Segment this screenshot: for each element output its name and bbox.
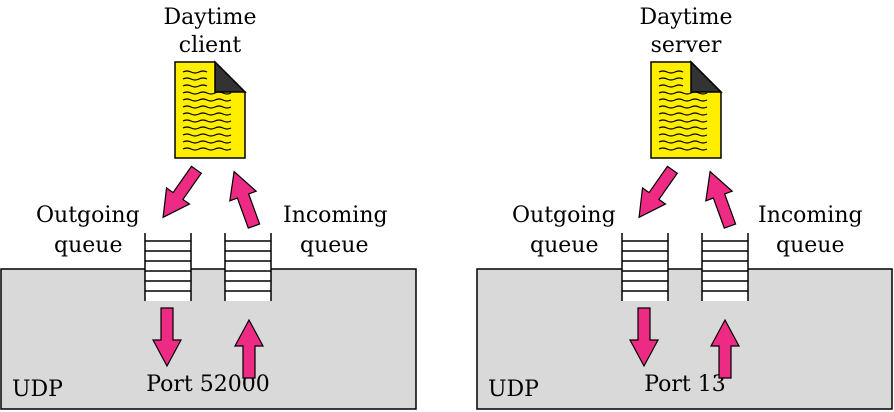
- udp-label: UDP: [488, 377, 539, 402]
- incoming-queue: [224, 232, 272, 302]
- server-document-icon: [650, 61, 722, 159]
- incoming-label-line2: queue: [300, 233, 368, 258]
- app-title-line2: client: [179, 33, 242, 58]
- outgoing-arrow-icon: [627, 161, 685, 226]
- server-panel: UDP Port 13 Daytime server Outgoing queu…: [476, 5, 893, 410]
- outgoing-arrow-icon: [151, 161, 209, 226]
- incoming-label-line1: Incoming: [758, 203, 863, 228]
- incoming-label-line2: queue: [776, 233, 844, 258]
- udp-label: UDP: [12, 377, 63, 402]
- incoming-arrow-icon: [696, 166, 744, 232]
- port-label: Port 13: [644, 372, 726, 397]
- app-title-line1: Daytime: [164, 5, 257, 30]
- outgoing-label-line1: Outgoing: [512, 203, 616, 228]
- outgoing-queue: [621, 232, 669, 302]
- incoming-queue: [701, 232, 749, 302]
- udp-box: [476, 268, 893, 410]
- incoming-label-line1: Incoming: [283, 203, 388, 228]
- outgoing-label-line2: queue: [54, 233, 122, 258]
- outgoing-label-line1: Outgoing: [36, 203, 140, 228]
- outgoing-queue: [144, 232, 192, 302]
- client-panel: UDP Port 52000 Daytime client Outgoing q…: [0, 5, 417, 410]
- app-title-line1: Daytime: [640, 5, 733, 30]
- outgoing-label-line2: queue: [530, 233, 598, 258]
- incoming-arrow-icon: [220, 166, 268, 232]
- client-document-icon: [174, 61, 246, 159]
- udp-box: [0, 268, 417, 410]
- app-title-line2: server: [651, 33, 722, 58]
